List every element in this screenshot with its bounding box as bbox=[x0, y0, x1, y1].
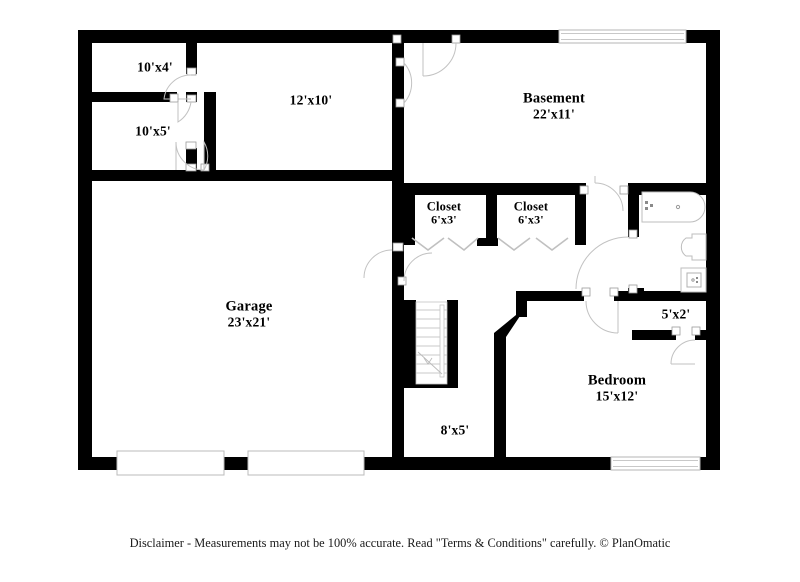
doors bbox=[163, 34, 701, 365]
bathtub bbox=[641, 191, 706, 223]
room-name: Garage bbox=[225, 298, 273, 315]
room-label-stair-hall: 8'x5' bbox=[441, 422, 470, 437]
room-label-closet-right: Closet 6'x3' bbox=[514, 199, 549, 226]
room-label-12x10: 12'x10' bbox=[290, 92, 333, 107]
garage-door-left bbox=[116, 450, 225, 476]
room-name: Closet bbox=[513, 199, 549, 214]
room-dimensions: 22'x11' bbox=[533, 106, 575, 122]
window-bedroom-bottom bbox=[610, 456, 701, 471]
bedroom-angled-wall bbox=[494, 296, 522, 462]
room-dimensions: 5'x2' bbox=[661, 306, 691, 322]
room-name: Closet bbox=[426, 199, 462, 214]
disclaimer-text: Disclaimer - Measurements may not be 100… bbox=[129, 536, 671, 550]
garage-door-right bbox=[247, 450, 365, 476]
door-basement-hall bbox=[579, 176, 629, 212]
room-dimensions: 12'x10' bbox=[289, 92, 333, 108]
room-name: Basement bbox=[522, 90, 586, 107]
room-name: Bedroom bbox=[587, 372, 647, 389]
exterior-walls bbox=[78, 30, 720, 470]
room-dimensions: 6'x3' bbox=[518, 212, 544, 227]
room-label-closet-left: Closet 6'x3' bbox=[427, 199, 462, 226]
room-dimensions: 23'x21' bbox=[227, 314, 271, 330]
door-garage-hall bbox=[363, 242, 404, 279]
room-dimensions: 6'x3' bbox=[431, 212, 457, 227]
stairs bbox=[404, 300, 458, 388]
interior-walls bbox=[92, 30, 720, 470]
door-bathroom bbox=[575, 229, 638, 294]
door-bedroom bbox=[581, 287, 619, 334]
toilet bbox=[680, 233, 707, 261]
door-10x5 bbox=[169, 93, 197, 150]
room-dimensions: 15'x12' bbox=[595, 388, 639, 404]
room-label-garage: Garage 23'x21' bbox=[225, 298, 272, 329]
closet-doors-right bbox=[497, 237, 569, 251]
room-dimensions: 10'x4' bbox=[137, 59, 173, 75]
door-12x10-garage bbox=[175, 140, 210, 172]
room-label-closet-10x4: 10'x4' bbox=[137, 59, 173, 74]
door-linen-5x2 bbox=[670, 326, 701, 365]
room-label-basement: Basement 22'x11' bbox=[523, 90, 585, 121]
room-label-closet-10x5: 10'x5' bbox=[135, 123, 171, 138]
door-12x10-basement bbox=[395, 57, 413, 108]
room-dimensions: 8'x5' bbox=[440, 422, 470, 438]
closet-doors-left bbox=[411, 237, 479, 252]
door-basement-hall-top bbox=[392, 34, 461, 77]
room-label-linen-5x2: 5'x2' bbox=[662, 306, 691, 321]
room-dimensions: 10'x5' bbox=[135, 123, 171, 139]
room-label-bedroom: Bedroom 15'x12' bbox=[588, 372, 646, 403]
sink-vanity bbox=[680, 267, 707, 293]
door-stair-hall bbox=[397, 252, 433, 286]
window-basement-top bbox=[558, 29, 687, 44]
